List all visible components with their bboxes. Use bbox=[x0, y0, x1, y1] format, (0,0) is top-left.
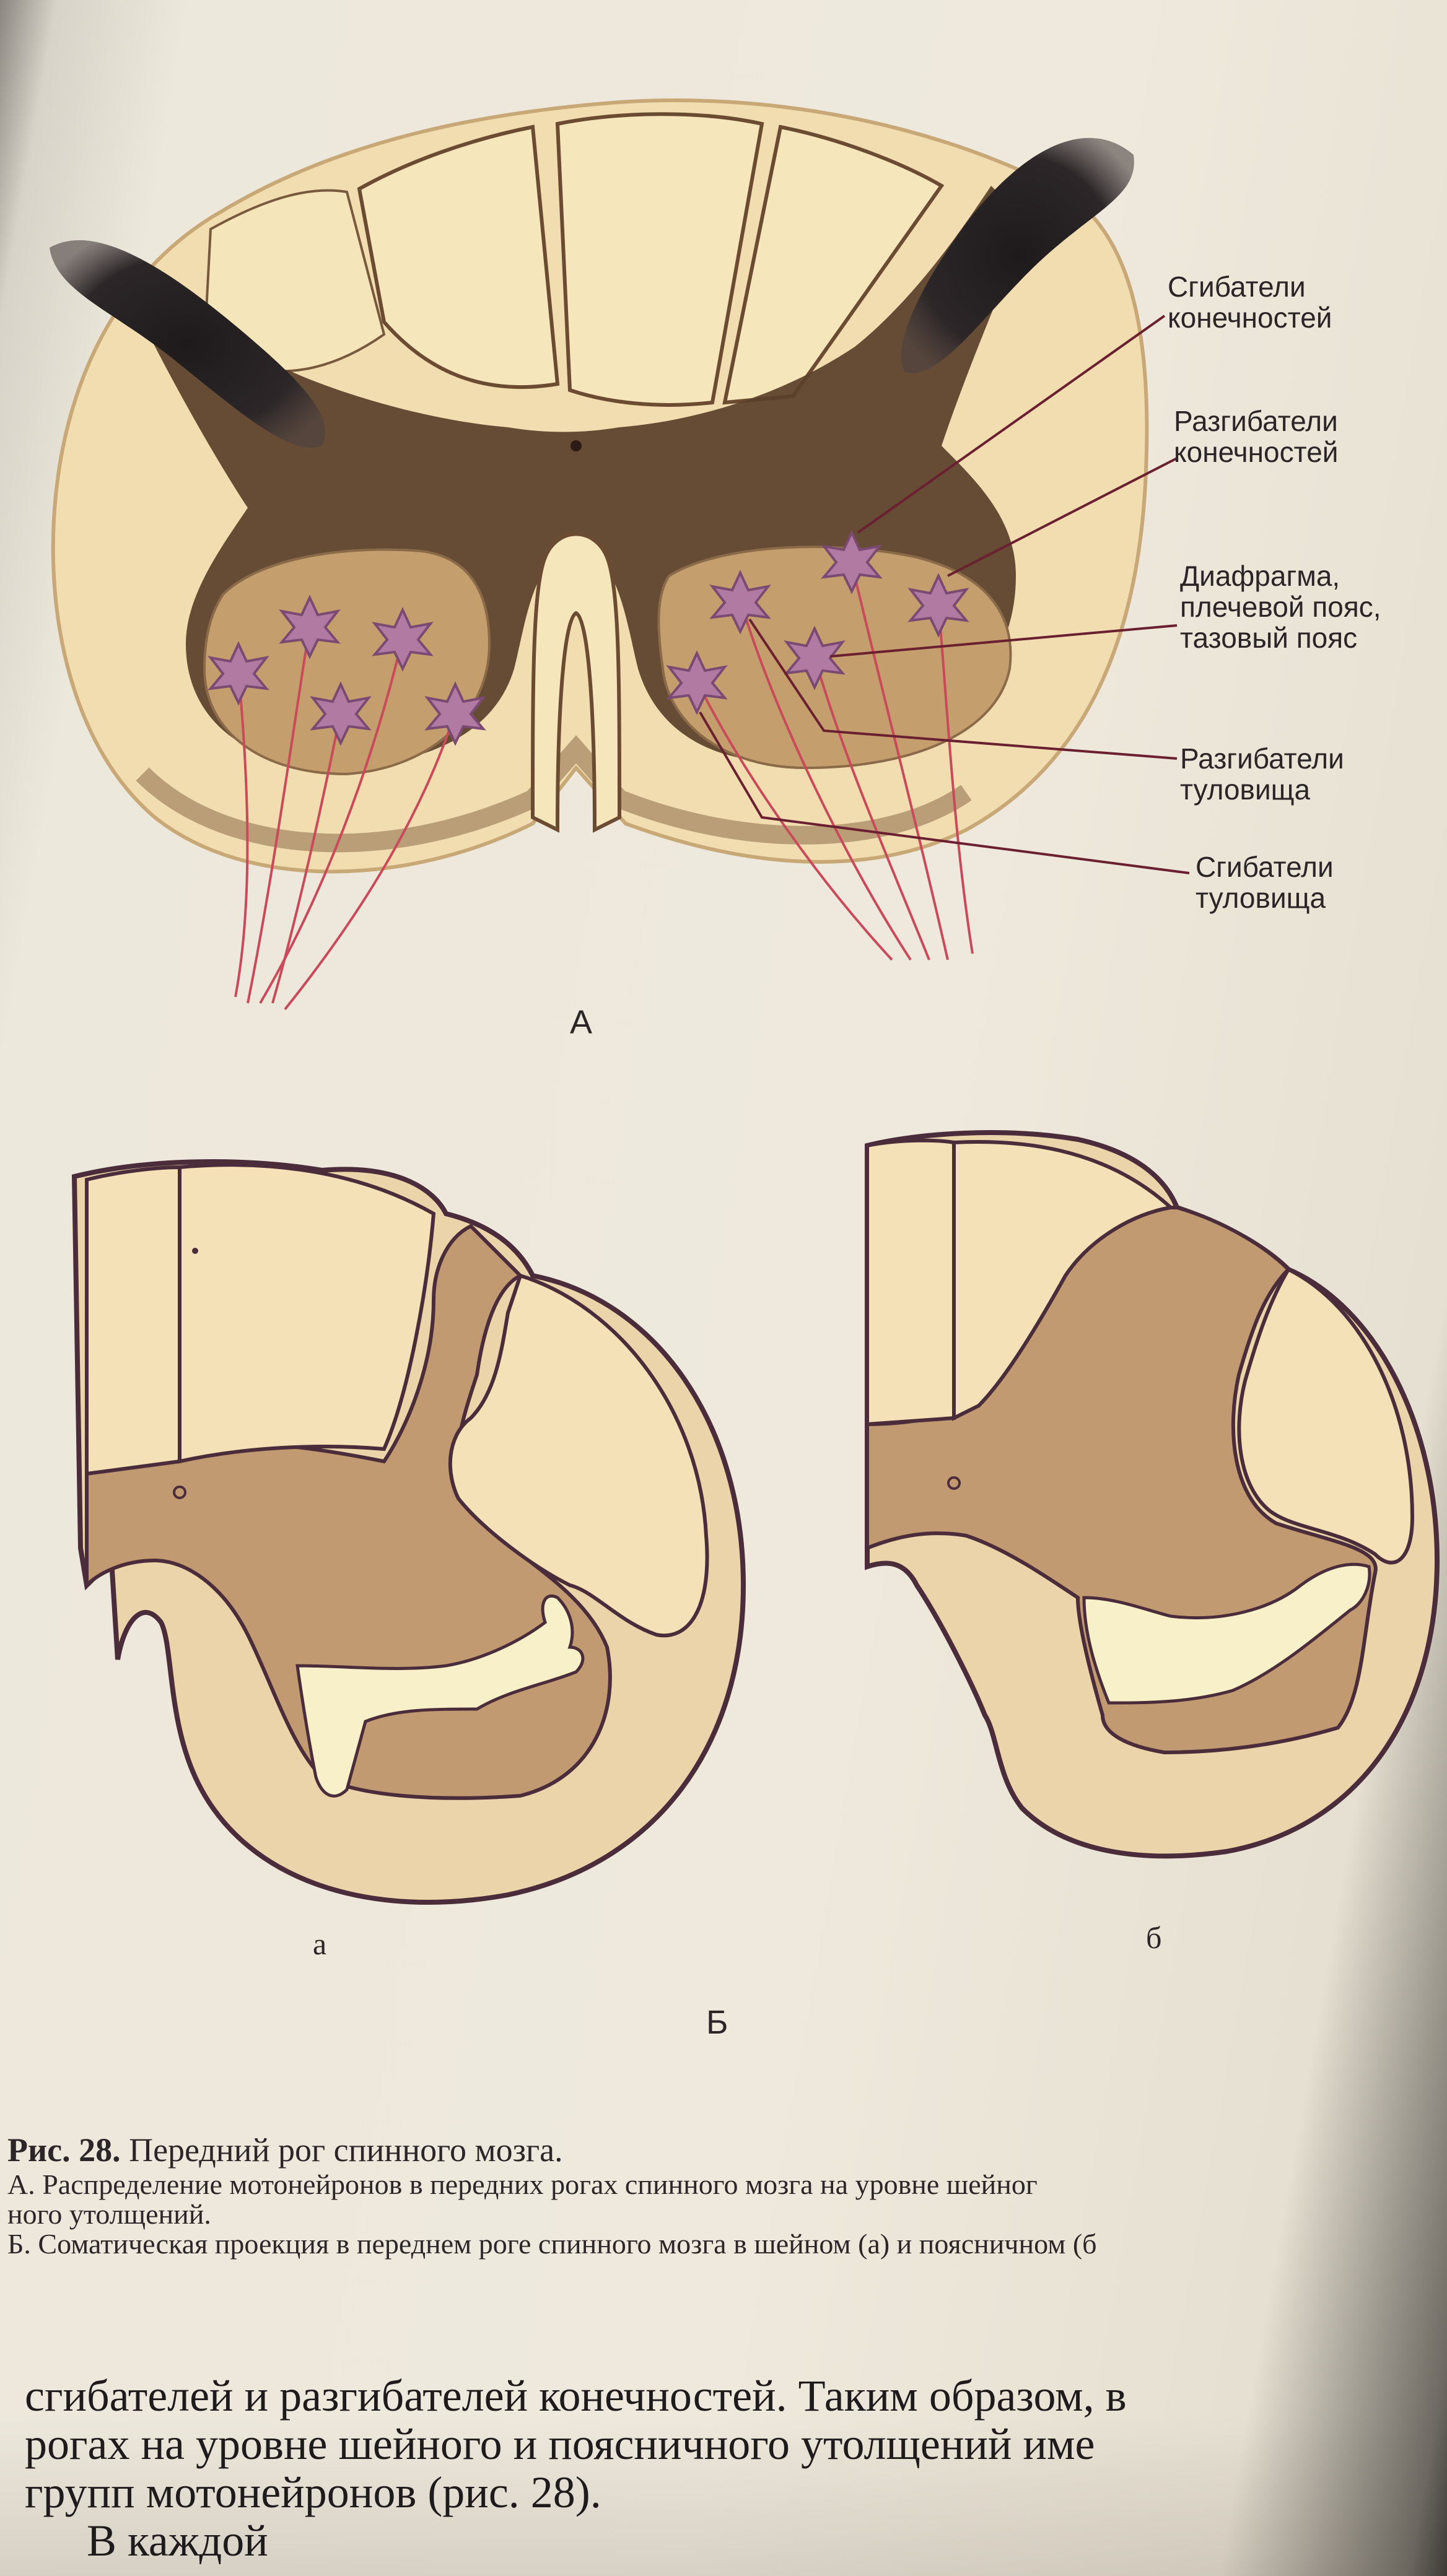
label-trunk-flexors: Сгибатели туловища bbox=[1196, 851, 1334, 914]
sub-label-a: а bbox=[313, 1926, 327, 1961]
axons-left bbox=[234, 625, 457, 1011]
motoneuron bbox=[424, 681, 486, 746]
dorsal-root-left bbox=[50, 240, 326, 448]
arm-projection bbox=[295, 1595, 585, 1798]
motoneuron bbox=[784, 625, 846, 690]
motoneurons bbox=[208, 529, 969, 746]
spinal-cord-figure bbox=[50, 98, 1440, 1905]
sub-label-b: б bbox=[1146, 1920, 1162, 1955]
leader-lines bbox=[699, 315, 1190, 874]
panel-b-label: Б bbox=[706, 2004, 728, 2041]
dorsal-root-right bbox=[901, 137, 1134, 373]
dorsal-column-right bbox=[722, 124, 945, 405]
label-trunk-extensors: Разгибатели туловища bbox=[1180, 742, 1344, 806]
dorsal-columns-a bbox=[85, 1165, 181, 1476]
dorsal-columns-b bbox=[865, 1138, 956, 1427]
page-shadow bbox=[0, 2415, 1447, 2576]
caption-line-a1: А. Распределение мотонейронов в передних… bbox=[7, 2169, 1038, 2200]
caption-title: Рис. 28. Передний рог спинного мозга. bbox=[7, 2131, 563, 2169]
caption-line-a2: ного утолщений. bbox=[7, 2198, 211, 2230]
label-limb-extensors: Разгибатели конечностей bbox=[1174, 405, 1339, 468]
panel-a-label: А bbox=[570, 1004, 593, 1041]
motoneuron bbox=[310, 681, 372, 746]
dorsal-column-left bbox=[357, 124, 560, 389]
body-line-1: сгибателей и разгибателей конечностей. Т… bbox=[25, 2371, 1127, 2421]
body-line-2: рогах на уровне шейного и поясничного ут… bbox=[25, 2419, 1095, 2469]
motoneuron bbox=[907, 573, 969, 638]
section-b-lumbar bbox=[865, 1130, 1440, 1859]
dorsal-column-mid bbox=[555, 112, 764, 407]
body-line-3: групп мотонейронов (рис. 28). bbox=[25, 2468, 601, 2517]
caption-line-b: Б. Соматическая проекция в переднем роге… bbox=[7, 2228, 1097, 2260]
body-line-4: В каждой bbox=[87, 2516, 268, 2565]
motoneuron bbox=[666, 650, 728, 715]
axons-right bbox=[696, 563, 974, 961]
motoneuron bbox=[709, 570, 771, 635]
motoneuron bbox=[821, 529, 883, 594]
anterior-median-fissure bbox=[530, 532, 622, 833]
figure-caption: Рис. 28. Передний рог спинного мозга. А.… bbox=[7, 2130, 1447, 2259]
motoneuron bbox=[208, 641, 269, 706]
label-limb-flexors: Сгибатели конечностей bbox=[1168, 271, 1332, 334]
section-b-cervical bbox=[71, 1159, 746, 1905]
leg-projection bbox=[1082, 1562, 1371, 1705]
body-text: сгибателей и разгибателей конечностей. Т… bbox=[25, 2372, 1447, 2565]
motoneuron bbox=[279, 594, 341, 659]
label-diaphragm: Диафрагма, плечевой пояс, тазовый пояс bbox=[1180, 560, 1381, 654]
lateral-funiculus-a bbox=[448, 1273, 709, 1638]
cross-section-a bbox=[50, 98, 1149, 874]
anterior-horn-right bbox=[657, 546, 1012, 770]
lateral-funiculus-b bbox=[1237, 1267, 1415, 1565]
motoneuron bbox=[372, 607, 434, 672]
